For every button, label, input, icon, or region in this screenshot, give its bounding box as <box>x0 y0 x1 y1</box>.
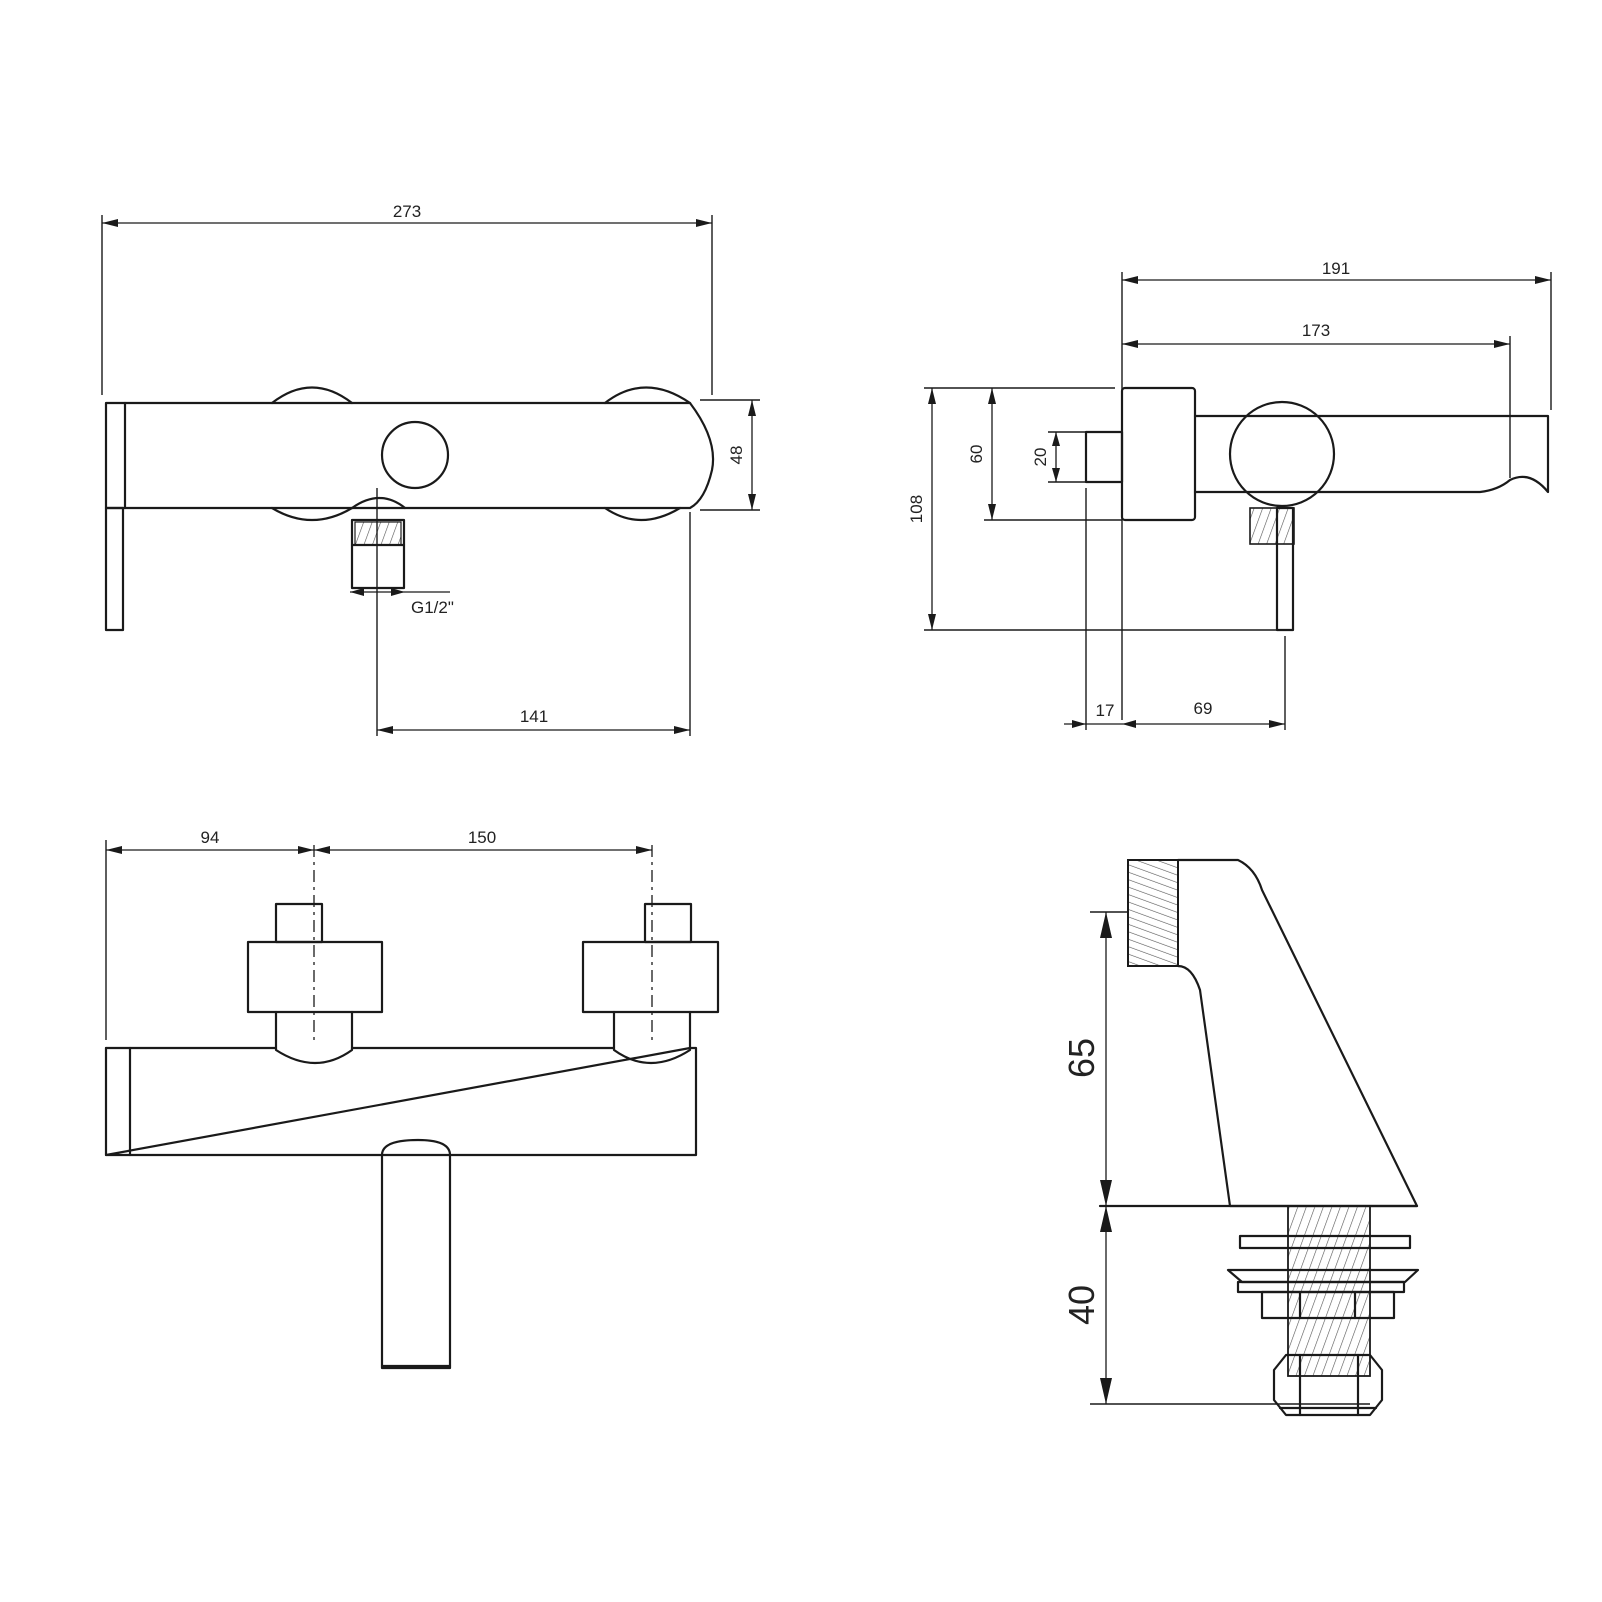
dim-label-60: 60 <box>967 445 986 464</box>
side-view: 191 173 108 60 20 17 69 <box>907 259 1552 730</box>
dim-label-40: 40 <box>1061 1285 1102 1325</box>
dim-label-65: 65 <box>1061 1038 1102 1078</box>
arrow <box>674 726 690 734</box>
outlet-thread <box>354 521 402 546</box>
left-inlet-stub <box>274 902 324 944</box>
bottom-view: 94 150 <box>104 828 720 1370</box>
arrow <box>1122 276 1138 284</box>
arrow <box>1072 720 1086 728</box>
arrow <box>1100 1378 1112 1404</box>
diverter-knob <box>380 420 450 490</box>
hex-nut <box>1272 1353 1384 1417</box>
dim-label-69: 69 <box>1194 699 1213 718</box>
thread-label-g12: G1/2" <box>411 598 454 617</box>
arrow <box>1269 720 1285 728</box>
left-eccentric <box>274 1010 354 1065</box>
arrow <box>748 494 756 510</box>
arrow <box>1535 276 1551 284</box>
right-eccentric <box>612 1010 692 1065</box>
arrow <box>1494 340 1510 348</box>
arrow <box>928 614 936 630</box>
bottom-lever <box>380 1138 452 1370</box>
arrow <box>748 400 756 416</box>
lever-handle <box>104 506 125 632</box>
front-view: 273 48 G1/2" 141 <box>101 202 760 736</box>
right-handle-hump-bottom <box>603 506 682 522</box>
inlet-stub <box>1084 430 1124 484</box>
washer-top <box>1238 1234 1412 1250</box>
arrow <box>928 388 936 404</box>
wall-flange <box>1120 386 1197 522</box>
arrow <box>1100 912 1112 938</box>
bottom-body <box>104 1046 698 1157</box>
arrow <box>636 846 652 854</box>
connector-body <box>1176 858 1419 1208</box>
arrow <box>377 726 393 734</box>
outlet-nut <box>350 518 406 590</box>
right-handle-hump <box>603 386 692 405</box>
dim-label-48: 48 <box>727 446 746 465</box>
dim-label-150: 150 <box>468 828 496 847</box>
side-body-tube <box>1193 414 1550 494</box>
dim-label-141: 141 <box>520 707 548 726</box>
arrow <box>1100 1180 1112 1206</box>
connector-view: 65 40 <box>1061 858 1420 1417</box>
arrow <box>1122 720 1136 728</box>
arrow <box>298 846 314 854</box>
connector-top-thread <box>1127 859 1179 967</box>
left-handle-hump <box>270 386 354 405</box>
arrow <box>391 588 405 596</box>
dim-label-273: 273 <box>393 202 421 221</box>
outlet-neck <box>350 496 407 510</box>
arrow <box>1052 432 1060 446</box>
arrow <box>106 846 122 854</box>
dim-label-17: 17 <box>1096 701 1115 720</box>
side-handle-disc <box>1228 400 1336 508</box>
arrow <box>1100 1206 1112 1232</box>
right-flange <box>581 940 720 1014</box>
arrow <box>350 588 364 596</box>
dim-label-173: 173 <box>1302 321 1330 340</box>
arrow <box>696 219 712 227</box>
arrow <box>314 846 330 854</box>
side-lever <box>1275 506 1295 632</box>
lock-nut <box>1260 1290 1396 1320</box>
dim-label-191: 191 <box>1322 259 1350 278</box>
arrow <box>988 388 996 404</box>
arrow <box>1052 468 1060 482</box>
left-handle-hump-bottom <box>270 506 354 522</box>
left-flange <box>246 940 384 1014</box>
arrow <box>102 219 118 227</box>
mixer-body <box>104 401 715 510</box>
dim-label-20: 20 <box>1031 448 1050 467</box>
dim-label-94: 94 <box>201 828 220 847</box>
arrow <box>1122 340 1138 348</box>
dim-label-108: 108 <box>907 495 926 523</box>
side-outlet-thread <box>1249 507 1295 545</box>
arrow <box>988 504 996 520</box>
